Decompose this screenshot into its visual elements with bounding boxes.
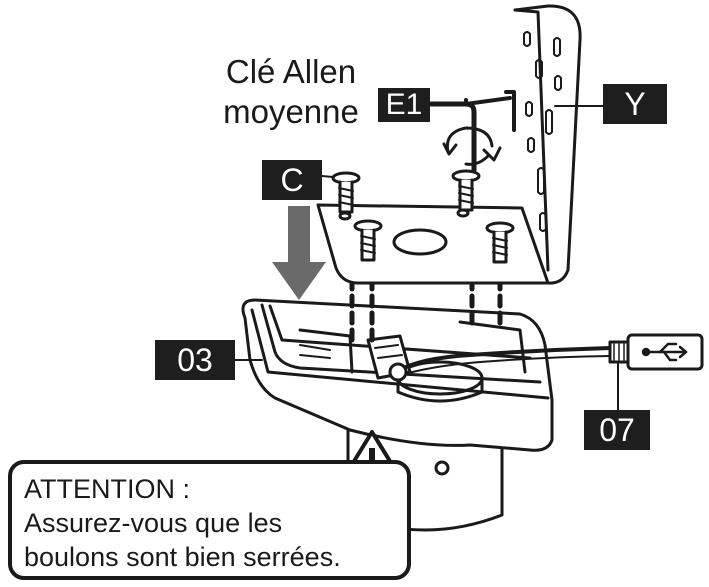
attention-box: ATTENTION : Assurez-vous que les boulons… [8, 460, 411, 580]
allen-key-label: Clé Allen moyenne [206, 52, 376, 132]
tag-c: C [262, 160, 322, 200]
tag-y: Y [603, 84, 667, 124]
allen-key-label-line1: Clé Allen [225, 53, 357, 90]
allen-key-label-line2: moyenne [223, 93, 359, 130]
usb-icon [641, 342, 688, 362]
bracket-slots [523, 31, 562, 232]
down-arrow-icon [272, 206, 326, 300]
tag-cable-07: 07 [584, 410, 650, 450]
attention-line1: Assurez-vous que les [24, 508, 283, 538]
mounting-bracket [316, 4, 582, 285]
screw-front-left [353, 219, 383, 262]
tag-e1: E1 [378, 88, 430, 122]
attention-line2: boulons sont bien serrées. [24, 542, 341, 572]
allen-key [427, 90, 516, 173]
screw-back-right [451, 169, 481, 212]
screw-front-right [485, 221, 515, 264]
attention-title: ATTENTION : [24, 474, 190, 504]
screw-back-left [331, 171, 361, 214]
tag-base-03: 03 [155, 340, 235, 380]
rotation-arrows-icon [442, 126, 502, 166]
screws [321, 169, 515, 264]
